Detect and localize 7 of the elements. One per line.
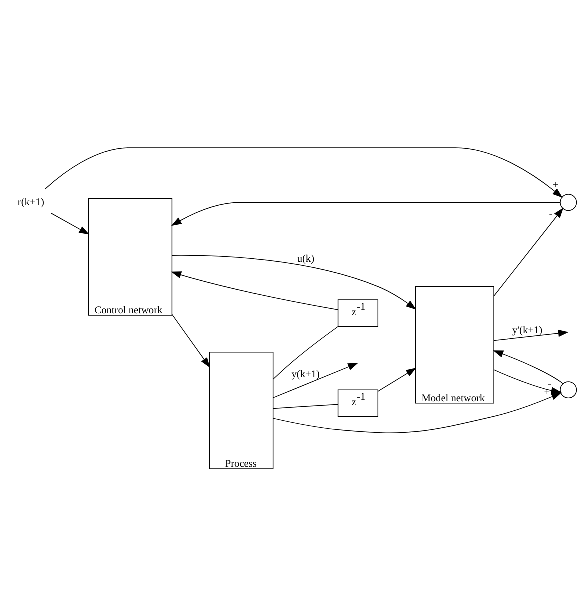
node-text: r(k+1) [18, 196, 44, 208]
edge-label: y'(k+1) [512, 324, 543, 336]
edge-label: + [553, 180, 559, 191]
edge-label: y(k+1) [292, 369, 320, 380]
edge-label: u(k) [297, 253, 315, 264]
edge-label: - [549, 208, 553, 220]
edge-label: - [548, 379, 552, 390]
